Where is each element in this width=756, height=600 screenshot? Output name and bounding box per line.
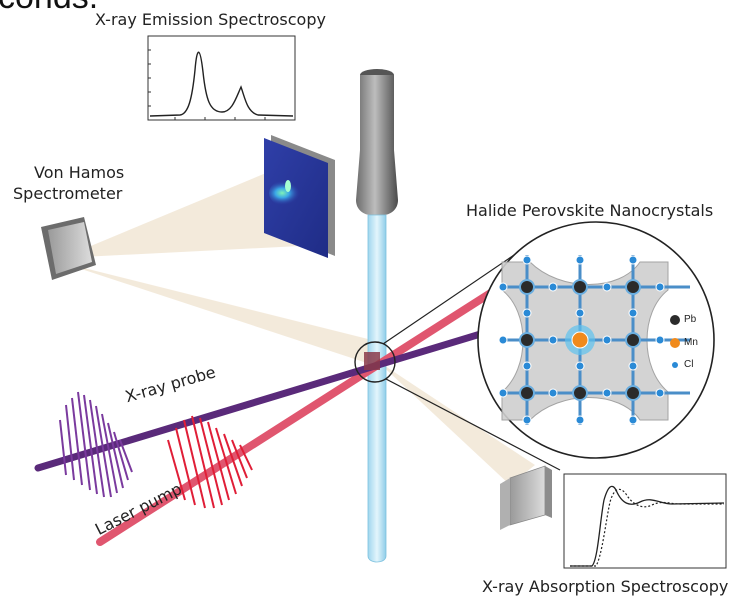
xas-title: X-ray Absorption Spectroscopy xyxy=(482,577,729,596)
sample-spot xyxy=(364,352,380,370)
nanocrystal-zoom xyxy=(477,221,715,459)
pb-atoms xyxy=(519,279,641,401)
xray-wave-packet xyxy=(59,391,133,498)
liquid-jet xyxy=(367,214,387,563)
transmission-cone xyxy=(376,360,535,485)
xas-plot xyxy=(563,473,727,569)
legend-mn-label: Mn xyxy=(684,337,698,348)
legend-cl-label: Cl xyxy=(684,359,694,370)
emission-cone-upper xyxy=(62,168,300,258)
zoom-circle-small xyxy=(354,341,396,383)
xas-detector xyxy=(500,465,552,530)
zoom-line-bottom xyxy=(385,378,561,471)
laser-pump-beam xyxy=(96,283,504,546)
legend-pb-label: Pb xyxy=(684,314,697,325)
liquid-jet-nozzle xyxy=(356,69,398,215)
nanocrystal-title: Halide Perovskite Nanocrystals xyxy=(466,201,714,220)
2d-detector xyxy=(264,135,335,258)
cl-atoms xyxy=(498,255,665,425)
von-hamos-label-line2: Spectrometer xyxy=(13,184,123,203)
laser-wave-packet xyxy=(167,415,253,509)
von-hamos-crystal xyxy=(41,217,96,280)
legend-markers xyxy=(670,315,680,368)
emission-cone-lower xyxy=(60,262,376,366)
mn-atom xyxy=(571,331,589,349)
xes-plot xyxy=(147,35,296,121)
xray-probe-beam xyxy=(34,325,501,472)
von-hamos-label-line1: Von Hamos xyxy=(34,163,125,182)
xes-title: X-ray Emission Spectroscopy xyxy=(95,10,326,29)
clipped-heading-fragment: conds. xyxy=(0,0,98,17)
